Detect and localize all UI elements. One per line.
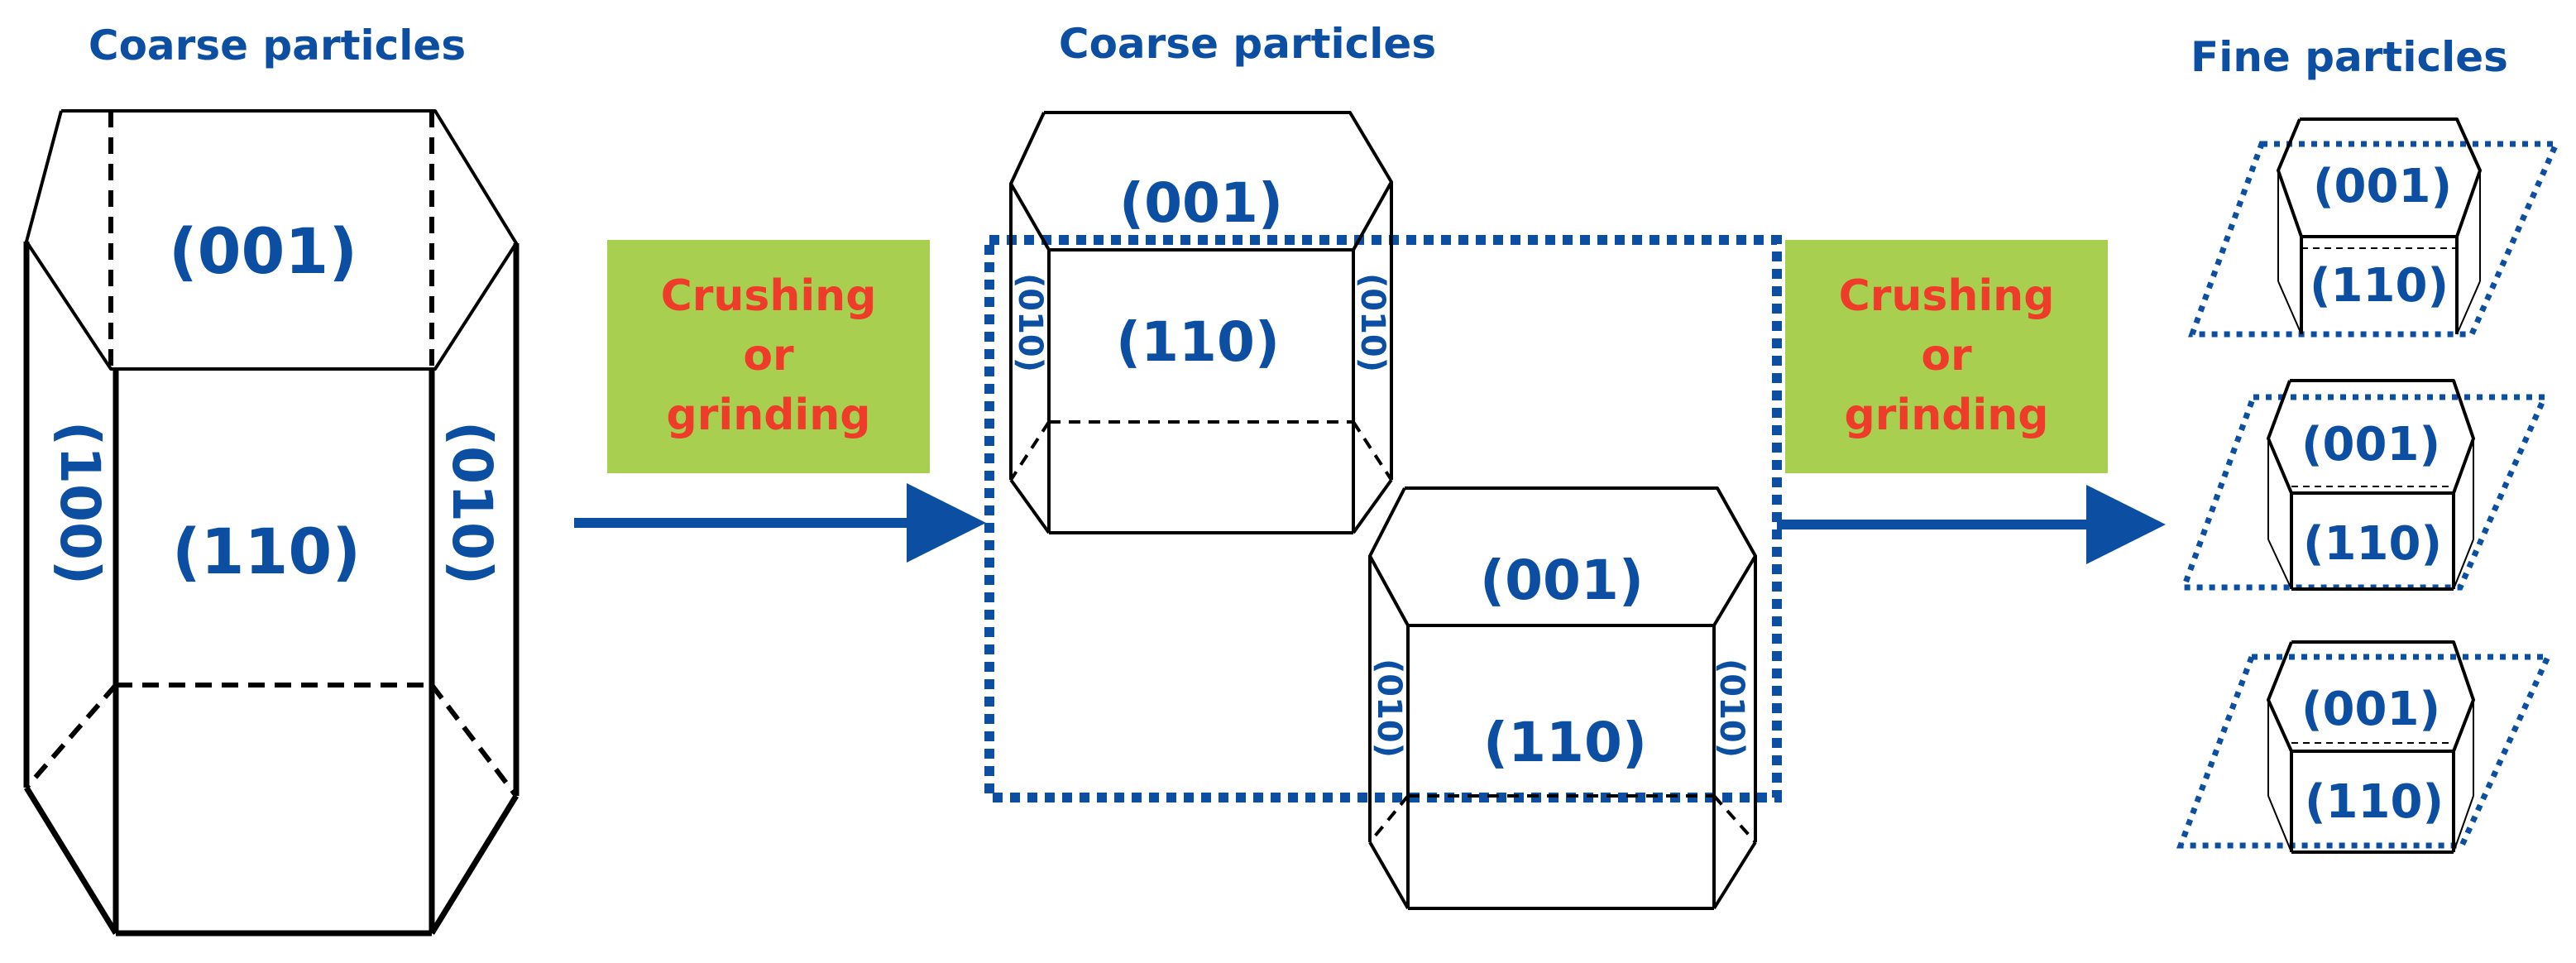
- title-coarse-left: Coarse particles: [89, 22, 466, 69]
- fine-cleavage-plane-2: [2179, 394, 2550, 591]
- face-label-mid-a-left: (010): [1011, 273, 1049, 372]
- dotted-fracture-region: [984, 235, 1782, 802]
- mid-prism-a: [1009, 111, 1393, 534]
- face-label-big-right: (010): [440, 421, 504, 585]
- process-step-2-line1: Crushing: [1839, 271, 2055, 321]
- big-hexagonal-prism: [23, 109, 520, 937]
- face-label-fine-3-front: (110): [2305, 775, 2444, 829]
- face-label-fine-2-top: (001): [2301, 418, 2440, 472]
- title-fine-right: Fine particles: [2191, 33, 2508, 81]
- fine-prism-2: [2267, 379, 2475, 591]
- face-label-big-front: (110): [172, 515, 361, 588]
- face-label-big-left: (100): [48, 421, 112, 585]
- face-label-mid-b-top: (001): [1480, 549, 1644, 612]
- face-label-fine-3-top: (001): [2301, 683, 2440, 736]
- process-step-1-line1: Crushing: [661, 271, 877, 321]
- face-label-big-top: (001): [169, 214, 357, 288]
- face-label-fine-1-top: (001): [2313, 160, 2452, 213]
- process-step-2-line2: or: [1921, 331, 1972, 381]
- face-label-mid-a-front: (110): [1116, 310, 1280, 374]
- process-step-2-line3: grinding: [1845, 390, 2049, 440]
- process-step-1-line2: or: [743, 331, 794, 381]
- fine-prism-3: [2267, 640, 2475, 854]
- mid-prism-b: [1368, 486, 1757, 910]
- face-label-mid-b-front: (110): [1483, 711, 1647, 774]
- process-step-1-line3: grinding: [667, 390, 871, 440]
- process-step-box-1: [607, 240, 930, 473]
- face-label-mid-a-top: (001): [1119, 171, 1283, 235]
- face-label-mid-b-left: (010): [1370, 659, 1408, 758]
- process-step-box-2: [1785, 240, 2108, 473]
- face-label-fine-2-front: (110): [2303, 517, 2442, 571]
- title-coarse-middle: Coarse particles: [1059, 20, 1436, 68]
- fine-prism-1: [2277, 117, 2482, 335]
- face-label-mid-a-right: (010): [1353, 273, 1391, 372]
- face-label-mid-b-right: (010): [1712, 659, 1750, 758]
- face-label-fine-1-front: (110): [2310, 259, 2449, 313]
